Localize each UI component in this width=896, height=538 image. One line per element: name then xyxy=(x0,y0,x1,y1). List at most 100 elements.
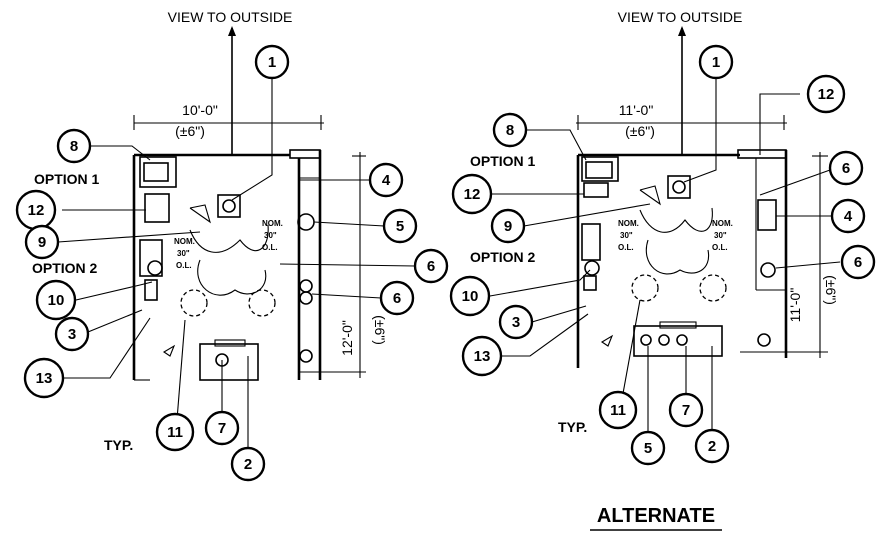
left-callout-10: 10 xyxy=(35,279,77,321)
left-callout-5: 5 xyxy=(382,208,418,244)
svg-text:O.L.: O.L. xyxy=(712,243,728,252)
left-typ-label: TYP. xyxy=(104,437,133,453)
right-view-label: VIEW TO OUTSIDE xyxy=(618,9,743,25)
svg-text:3: 3 xyxy=(68,326,76,343)
left-tray xyxy=(189,204,211,224)
right-top-cabinet xyxy=(737,149,787,159)
left-wall-fixture-low xyxy=(299,349,313,363)
svg-text:6: 6 xyxy=(427,258,435,275)
right-cart-item-b xyxy=(658,334,670,346)
svg-text:O.L.: O.L. xyxy=(176,261,192,270)
left-equipment-opt1-inner xyxy=(143,162,169,182)
right-callout-5: 5 xyxy=(630,430,666,466)
left-leaders xyxy=(57,78,416,460)
right-option1-label: OPTION 1 xyxy=(470,153,536,169)
svg-text:5: 5 xyxy=(396,218,404,235)
left-callout-4: 4 xyxy=(368,162,404,198)
svg-text:8: 8 xyxy=(70,138,78,155)
svg-text:30": 30" xyxy=(177,249,190,258)
left-callout-11: 11 xyxy=(155,412,195,452)
right-tray xyxy=(639,185,661,206)
svg-text:1: 1 xyxy=(712,54,720,71)
right-callout-1: 1 xyxy=(698,44,734,80)
right-width-dim: 11'-0" xyxy=(619,102,654,118)
left-option1-label: OPTION 1 xyxy=(34,171,100,187)
svg-text:5: 5 xyxy=(644,440,652,457)
right-width-tol: (±6") xyxy=(625,123,655,139)
right-wall-fixture-6 xyxy=(760,262,776,278)
left-callout-13: 13 xyxy=(23,357,65,399)
svg-text:12: 12 xyxy=(818,86,835,103)
right-depth-tol: (±6") xyxy=(823,275,839,305)
right-foot-control xyxy=(600,334,614,347)
left-cart xyxy=(199,343,259,381)
right-equipment-opt2b xyxy=(583,275,597,291)
left-stool-b xyxy=(248,289,276,317)
left-stool-a xyxy=(180,289,208,317)
right-option2-label: OPTION 2 xyxy=(470,249,536,265)
right-leaders xyxy=(489,78,841,446)
svg-text:O.L.: O.L. xyxy=(618,243,634,252)
svg-text:3: 3 xyxy=(512,314,520,331)
svg-text:30": 30" xyxy=(714,231,727,240)
left-callout-6b: 6 xyxy=(379,280,415,316)
right-wall-cabinet-4 xyxy=(757,199,777,231)
left-wall-fixture-6a xyxy=(299,279,313,293)
right-callout-12-top: 12 xyxy=(806,74,846,114)
left-wall-fixture-6b xyxy=(299,291,313,305)
right-depth-dim: 11'-0" xyxy=(787,288,803,323)
left-nom-label-1: NOM. 30" O.L. xyxy=(174,237,195,270)
left-chair-lower xyxy=(197,259,267,296)
left-cart-top xyxy=(214,339,246,347)
left-callout-2: 2 xyxy=(230,446,266,482)
right-callout-13: 13 xyxy=(461,335,503,377)
right-chair-outline xyxy=(639,207,713,233)
right-equipment-opt1-inner xyxy=(585,161,613,179)
svg-text:12: 12 xyxy=(28,202,45,219)
left-equipment-opt2 xyxy=(139,239,163,277)
right-cart-item-a xyxy=(640,334,652,346)
svg-text:NOM.: NOM. xyxy=(262,219,283,228)
left-view-label: VIEW TO OUTSIDE xyxy=(168,9,293,25)
svg-text:11: 11 xyxy=(610,402,626,419)
left-option2-label: OPTION 2 xyxy=(32,260,98,276)
right-cart-top xyxy=(659,321,697,329)
left-chair-outline xyxy=(189,224,269,253)
svg-text:1: 1 xyxy=(268,54,276,71)
svg-text:7: 7 xyxy=(218,420,226,437)
right-callout-9: 9 xyxy=(490,208,526,244)
svg-text:6: 6 xyxy=(842,160,850,177)
svg-text:NOM.: NOM. xyxy=(174,237,195,246)
left-view-arrowhead xyxy=(228,26,236,36)
left-light-fixture-dial xyxy=(222,199,236,213)
right-equipment-opt2 xyxy=(581,223,601,261)
alternate-label: ALTERNATE xyxy=(597,505,715,527)
svg-text:NOM.: NOM. xyxy=(618,219,639,228)
left-depth-tol: (±6") xyxy=(372,315,388,345)
svg-text:4: 4 xyxy=(382,172,391,189)
left-callout-12: 12 xyxy=(15,189,57,231)
right-cabinet-opt1 xyxy=(583,182,609,198)
left-wall-fixture-5 xyxy=(297,213,315,231)
right-callout-11: 11 xyxy=(598,390,638,430)
svg-text:9: 9 xyxy=(504,218,512,235)
left-sink-opt2 xyxy=(147,260,163,276)
left-width-tol: (±6") xyxy=(175,123,205,139)
right-nom-label-1: NOM. 30" O.L. xyxy=(618,219,639,252)
svg-text:10: 10 xyxy=(462,288,479,305)
right-callout-12: 12 xyxy=(451,173,493,215)
left-callout-7: 7 xyxy=(204,410,240,446)
right-wall-fixture-low xyxy=(757,333,771,347)
right-callout-4: 4 xyxy=(830,198,866,234)
svg-text:13: 13 xyxy=(474,348,491,365)
right-callout-7: 7 xyxy=(668,392,704,428)
right-cart xyxy=(633,325,723,357)
right-light-fixture-dial xyxy=(672,180,686,194)
right-stool-a xyxy=(631,274,659,302)
left-equipment-opt1 xyxy=(139,156,177,188)
svg-text:10: 10 xyxy=(48,292,65,309)
right-typ-label: TYP. xyxy=(558,419,587,435)
left-top-cabinet xyxy=(289,149,321,159)
svg-text:30": 30" xyxy=(620,231,633,240)
